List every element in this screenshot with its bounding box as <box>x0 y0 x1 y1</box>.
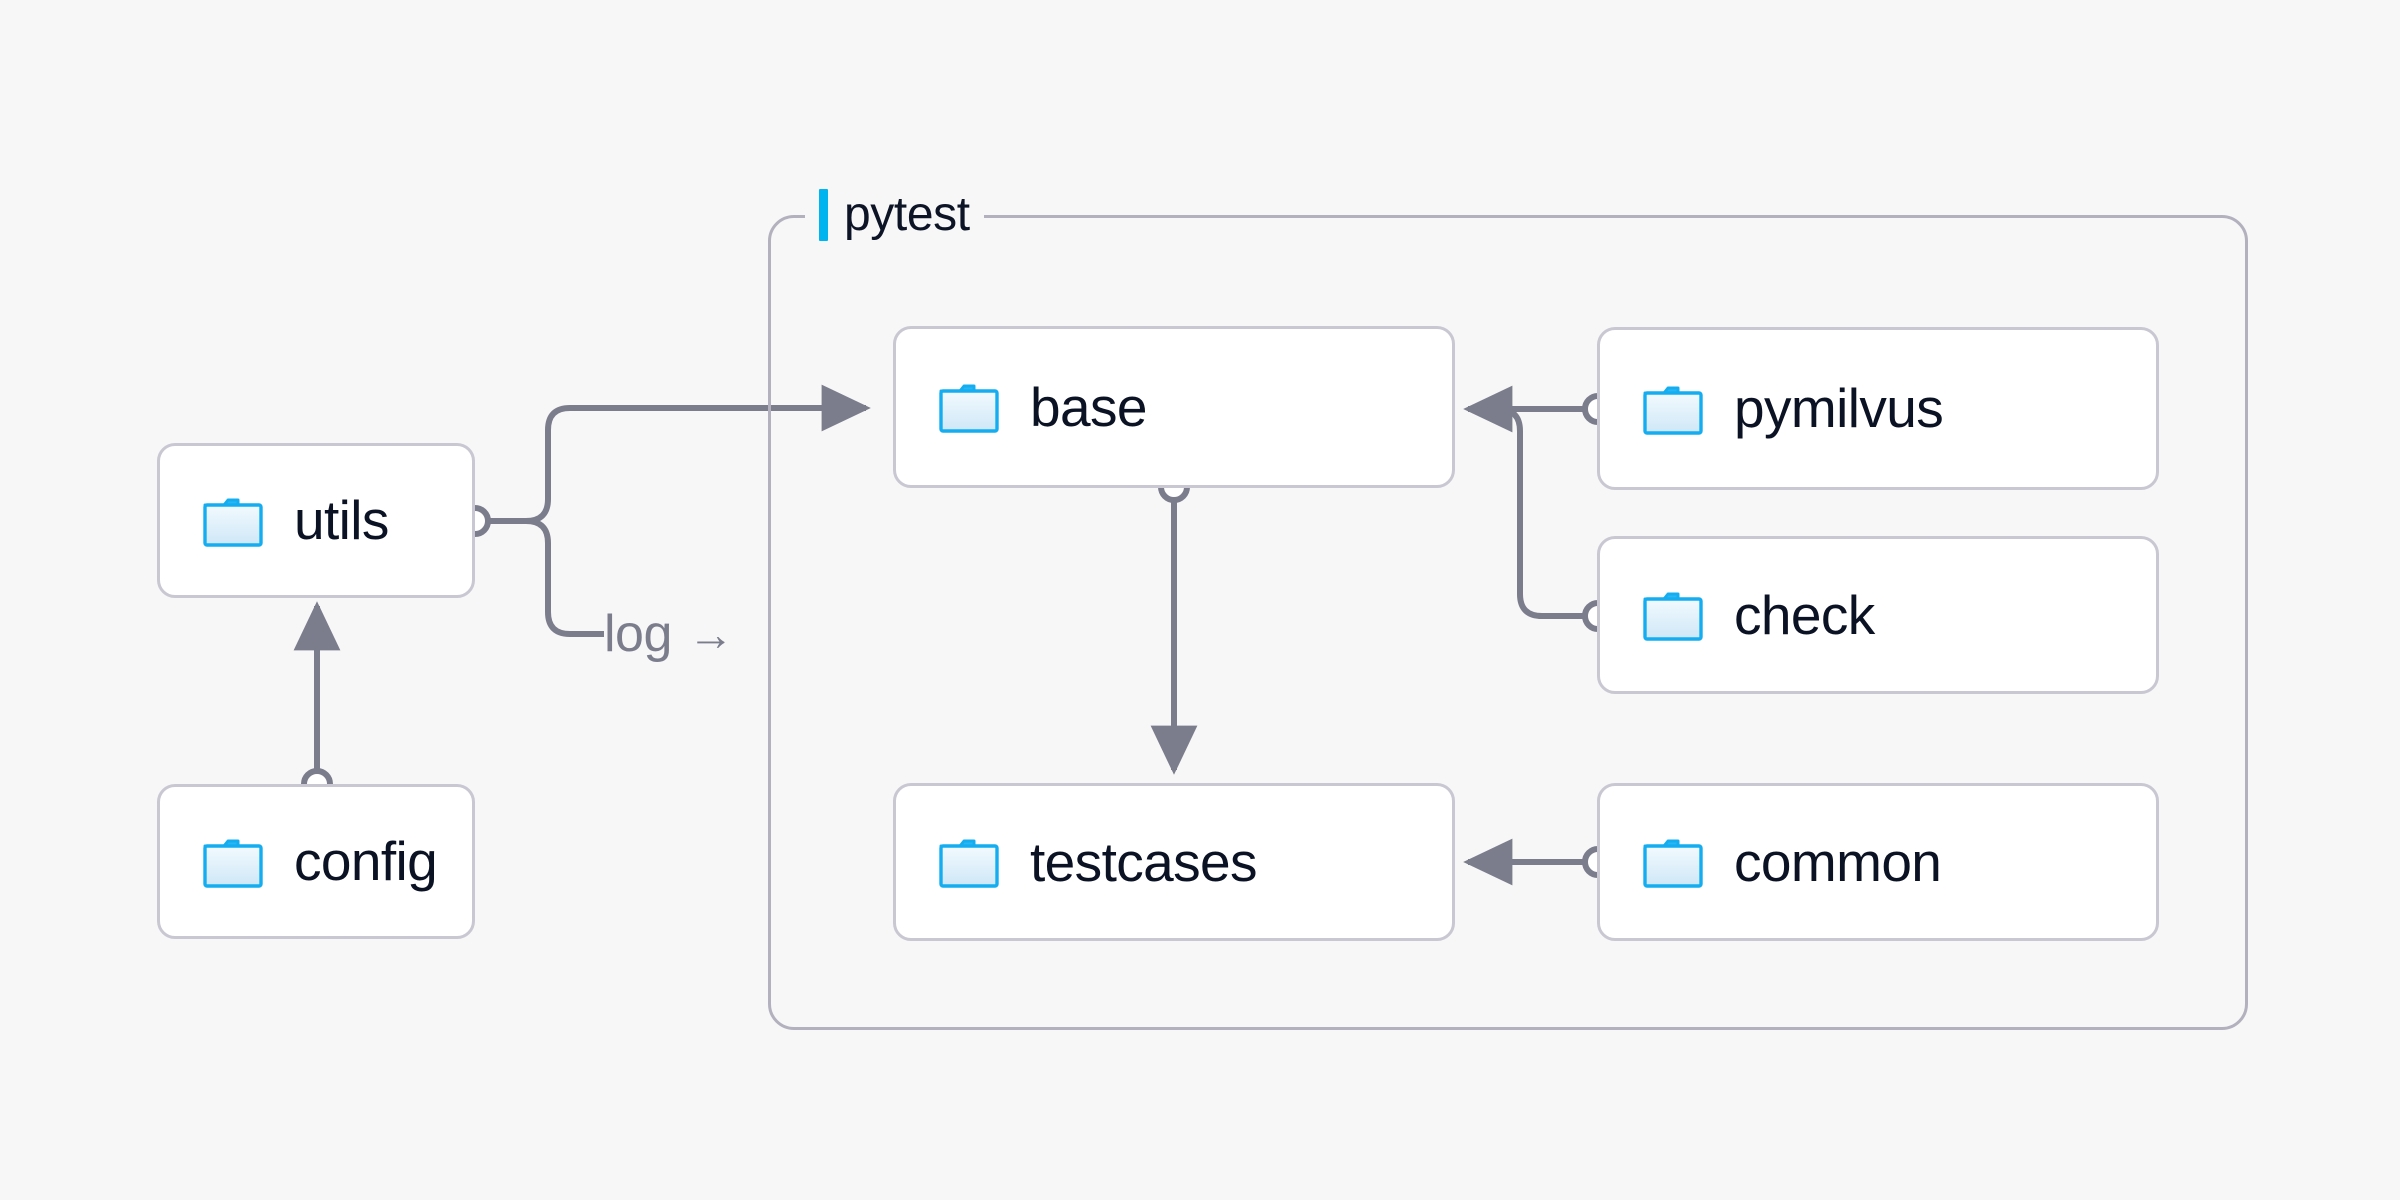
node-label: base <box>1030 375 1147 438</box>
folder-icon <box>1643 592 1703 641</box>
node-pymilvus[interactable]: pymilvus <box>1597 327 2159 490</box>
pytest-group-title: pytest <box>805 189 984 241</box>
node-label: check <box>1734 583 1875 646</box>
folder-icon <box>203 839 263 888</box>
folder-icon <box>1643 386 1703 435</box>
node-check[interactable]: check <box>1597 536 2159 694</box>
node-common[interactable]: common <box>1597 783 2159 941</box>
folder-icon <box>939 384 999 433</box>
node-label: config <box>294 830 438 892</box>
node-label: testcases <box>1030 830 1258 893</box>
group-title-label: pytest <box>844 188 970 241</box>
group-accent-bar <box>819 189 828 241</box>
node-label: pymilvus <box>1734 377 1944 439</box>
arrow-right-icon: → <box>687 608 734 660</box>
node-base[interactable]: base <box>893 326 1455 488</box>
node-utils[interactable]: utils <box>157 443 475 598</box>
node-label: common <box>1734 830 1942 893</box>
node-config[interactable]: config <box>157 784 475 939</box>
folder-icon <box>939 839 999 888</box>
edge-label-log: log → <box>604 605 734 663</box>
node-testcases[interactable]: testcases <box>893 783 1455 941</box>
edge-utils-to-log <box>525 518 604 637</box>
folder-icon <box>1643 839 1703 888</box>
folder-icon <box>203 498 263 547</box>
node-label: utils <box>294 489 389 551</box>
edge-label-text: log <box>604 605 672 663</box>
pytest-group-container <box>768 215 2248 1030</box>
